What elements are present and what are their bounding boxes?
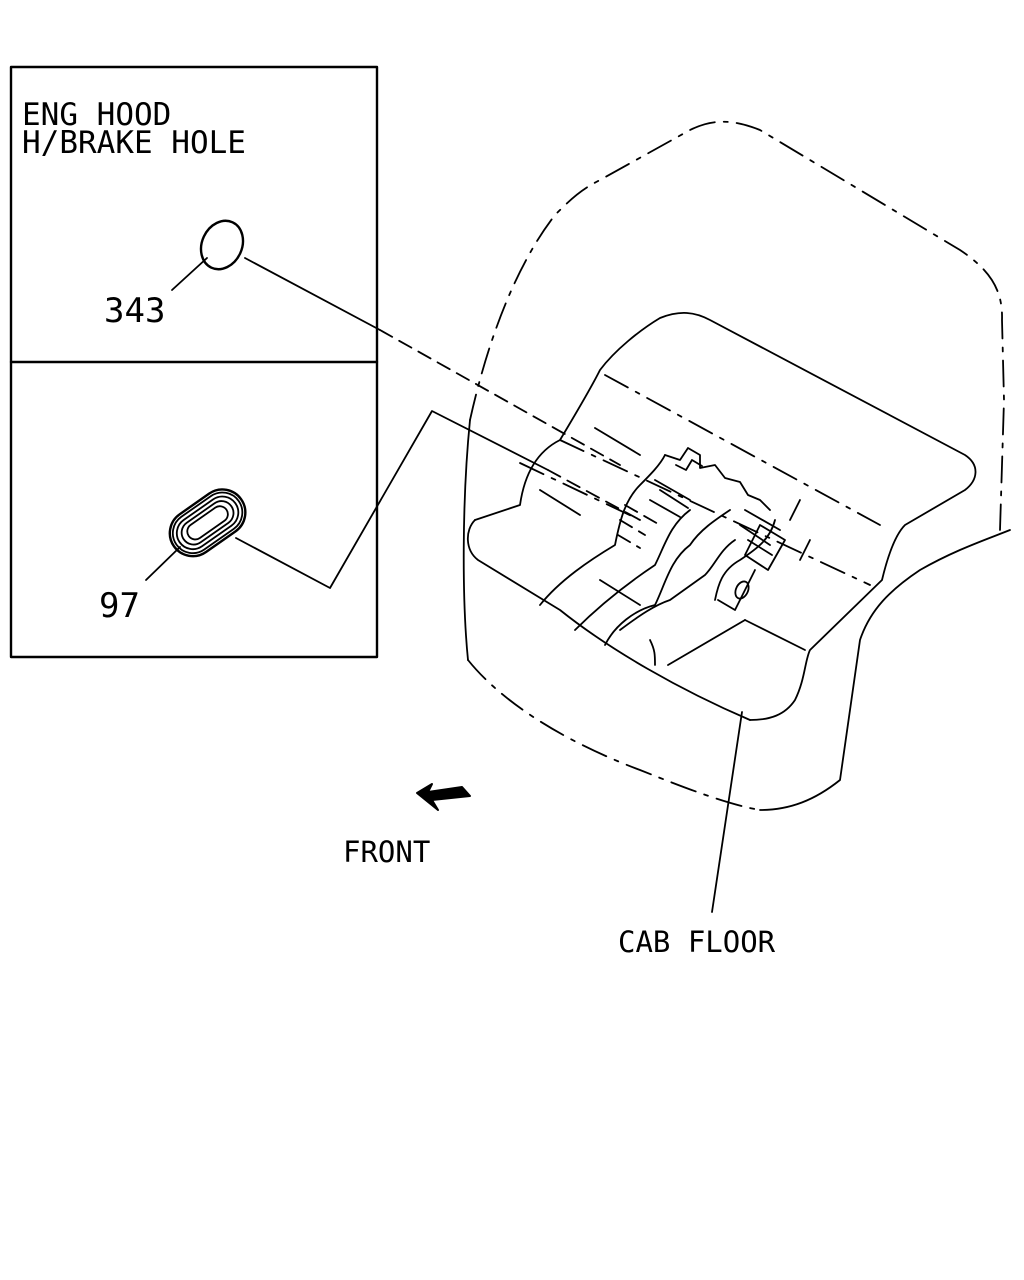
callout-lines — [235, 257, 641, 589]
part-97-leader — [145, 546, 181, 581]
part-343-leader — [171, 257, 208, 291]
callout-343 — [244, 257, 381, 331]
cab-floor-leader — [711, 711, 743, 913]
callout-97 — [235, 410, 549, 589]
cab-floor-drawing — [462, 120, 1011, 811]
round-plug-icon — [199, 219, 245, 271]
cab-floor-label: CAB FLOOR — [618, 925, 776, 959]
part-343-number: 343 — [104, 291, 165, 331]
front-label: FRONT — [343, 835, 430, 869]
part-97-number: 97 — [99, 586, 140, 626]
oval-grommet-icon — [168, 488, 247, 558]
front-arrow-icon — [416, 783, 471, 811]
inset-title-line2: H/BRAKE HOLE — [22, 125, 246, 161]
inset-panel: ENG HOOD H/BRAKE HOLE 343 97 — [9, 65, 379, 659]
inset-title-line1: ENG HOOD — [22, 97, 171, 133]
